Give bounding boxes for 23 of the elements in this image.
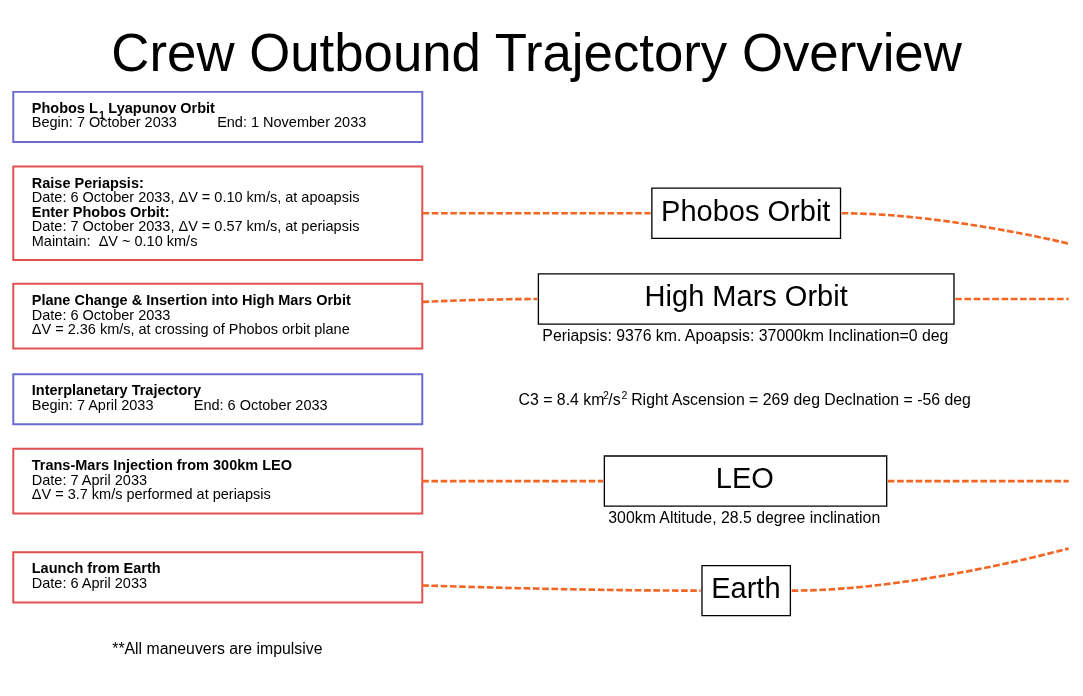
connector [955,297,1069,300]
diagram-title: Crew Outbound Trajectory Overview [111,22,962,82]
node-box: Launch from Earth Date: 6 April 2033 [12,550,424,603]
connector [791,546,1069,592]
connector [841,211,1069,245]
node-box: Raise Periapsis: Date: 6 October 2033, ΔV = 0.10 km/s, at apoapsis Enter Phobos Orbit: Date: 7 October 2033, ΔV = 0.57 km/s, at periapsis Maintain: ΔV ~ 0.10 km/s [12,164,424,261]
connector [422,211,651,215]
node-box: LEO [603,454,888,507]
connector [422,297,538,303]
node-box: Earth [701,564,792,616]
connector [422,583,701,592]
node-box: Phobos L$_{1}$ Lyapunov Orbit Begin: 7 October 2033 End: 1 November 2033 [12,90,424,143]
node-box: Phobos Orbit [651,187,842,239]
connector [422,479,604,482]
node-box: Interplanetary Trajectory Begin: 7 April 2033 End: 6 October 2033 [12,372,424,425]
label: **All maneuvers are impulsive [112,639,323,657]
node-box: Trans-Mars Injection from 300km LEO Date: 7 April 2033 ΔV = 3.7 km/s performed at periapsis [12,447,424,514]
label: C3 = 8.4 km$^{2}$/s$^{2}$ Right Ascension = 269 deg Declnation = -56 deg [518,388,971,408]
node-label: Periapsis: 9376 km. Apoapsis: 37000km Inclination=0 deg [542,326,949,344]
node-box: High Mars Orbit [537,272,955,325]
node-box: Plane Change & Insertion into High Mars Orbit Date: 6 October 2033 ΔV = 2.36 km/s, at crossing of Phobos orbit plane [12,282,424,349]
connector [888,479,1069,482]
node-label: 300km Altitude, 28.5 degree inclination [608,508,881,526]
